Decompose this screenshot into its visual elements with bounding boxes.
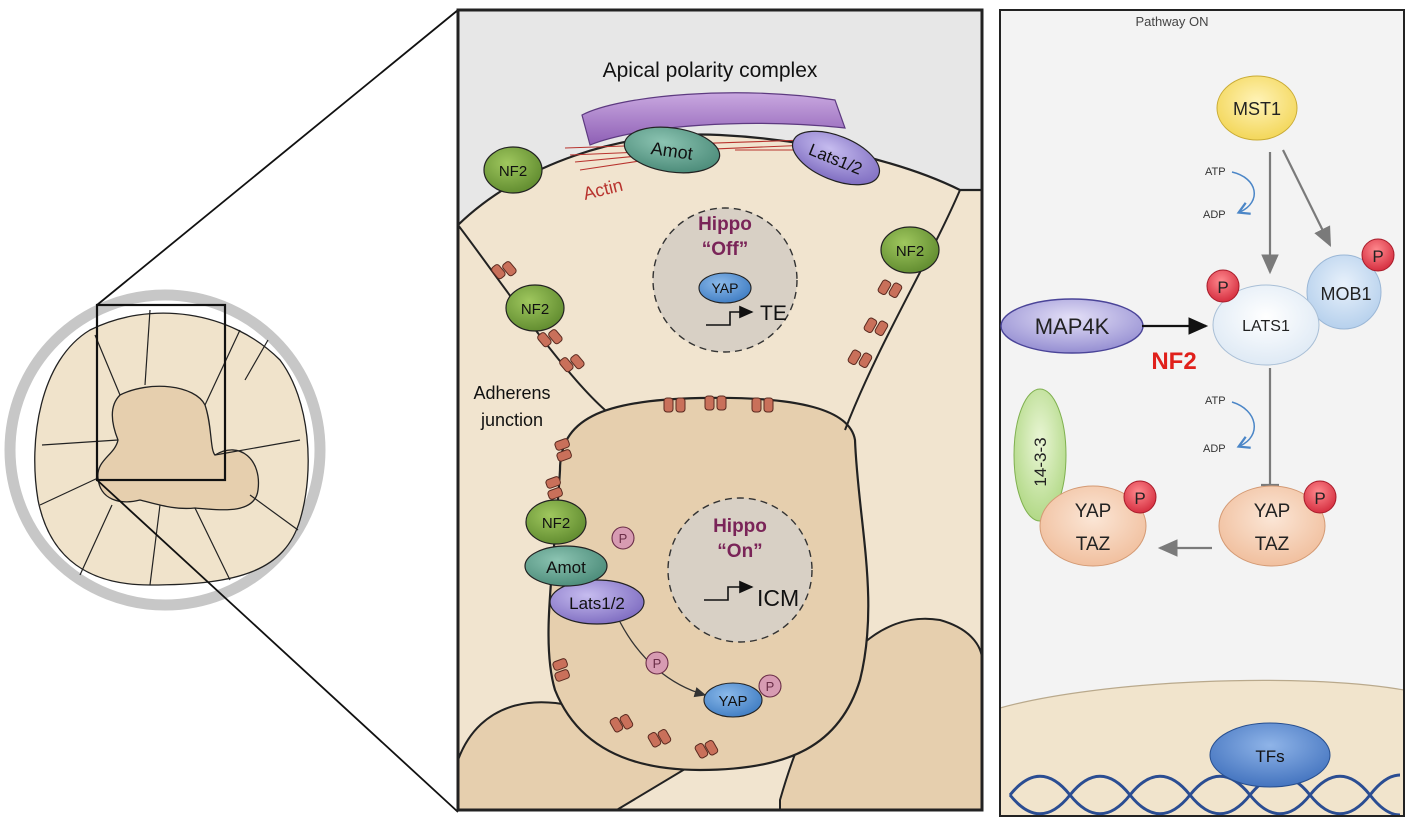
yap-nuclear xyxy=(698,272,752,304)
svg-text:P: P xyxy=(1134,489,1145,508)
atp-label-2: ATP xyxy=(1205,395,1226,407)
svg-text:NF2: NF2 xyxy=(542,515,570,532)
nf2-apical: NF2 xyxy=(483,146,543,194)
icm-transcription-arrow xyxy=(704,580,754,601)
yap-cytoplasmic xyxy=(703,682,763,718)
atp-label-1: ATP xyxy=(1205,166,1226,178)
atp-adp-cycle-1 xyxy=(1231,171,1256,215)
svg-text:P: P xyxy=(1372,247,1383,266)
nucleus-icm xyxy=(667,497,813,643)
te-label: TE xyxy=(760,302,787,325)
protein-14-3-3-label: 14-3-3 xyxy=(1031,437,1050,486)
phospho-lats: P xyxy=(611,526,635,550)
amot-inner-junction: Amot xyxy=(524,545,608,587)
adherens-junction-label-1: Adherens xyxy=(473,383,550,403)
hippo-off-state: “Off” xyxy=(702,239,748,260)
nf2-red-label: NF2 xyxy=(1151,348,1196,375)
svg-text:P: P xyxy=(766,679,775,694)
lats1-label: LATS1 xyxy=(1242,318,1290,335)
svg-text:Amot: Amot xyxy=(546,558,586,577)
phospho-yap: P xyxy=(758,674,782,698)
yap-taz-right-yap: YAP xyxy=(1254,501,1291,522)
adherens-junction-label-2: junction xyxy=(480,410,543,430)
lats-apical xyxy=(791,130,881,186)
yap-taz-right-taz: TAZ xyxy=(1255,534,1290,555)
phospho-transfer: P xyxy=(645,651,669,675)
svg-text:P: P xyxy=(619,531,628,546)
mst1-to-mob1-arrow xyxy=(1282,149,1331,247)
mst1-node xyxy=(1216,75,1298,141)
svg-text:P: P xyxy=(653,656,662,671)
pathway-panel: Pathway ON MST1 ATP ADP MOB1 P LATS1 P M… xyxy=(999,9,1405,817)
svg-text:Lats1/2: Lats1/2 xyxy=(569,594,625,613)
phospho-yap-right: P xyxy=(1303,480,1337,514)
cell-boundaries xyxy=(39,309,301,586)
yap-nuclear-label: YAP xyxy=(712,280,739,296)
tfs-label: TFs xyxy=(1255,747,1284,766)
svg-text:NF2: NF2 xyxy=(896,243,924,260)
mob1-label: MOB1 xyxy=(1320,284,1371,304)
mob1-node xyxy=(1306,254,1382,330)
phospho-yap-left: P xyxy=(1123,480,1157,514)
yap-taz-left-taz: TAZ xyxy=(1076,534,1111,555)
zona-pellucida xyxy=(4,289,326,611)
svg-text:P: P xyxy=(1314,489,1325,508)
icm-label: ICM xyxy=(757,585,799,611)
adp-label-1: ADP xyxy=(1203,209,1226,221)
yap-taz-bound-node xyxy=(1039,485,1147,567)
zoom-box xyxy=(95,303,227,482)
atp-adp-cycle-2 xyxy=(1231,401,1256,449)
hippo-off-title: Hippo xyxy=(698,214,752,235)
phospho-mob1: P xyxy=(1361,238,1395,272)
nf2-right-junction: NF2 xyxy=(880,226,940,274)
adp-label-2: ADP xyxy=(1203,443,1226,455)
te-transcription-arrow xyxy=(706,305,754,326)
zoom-line-bottom xyxy=(96,479,459,813)
middle-panel-border xyxy=(456,8,984,812)
hippo-on-title: Hippo xyxy=(713,516,767,537)
right-panel-border xyxy=(999,9,1405,817)
dna-strand-1 xyxy=(1008,773,1401,816)
nf2-inner-junction: NF2 xyxy=(525,499,587,545)
cell-detail-panel: Apical polarity complex Actin Amot Lats1… xyxy=(456,8,984,812)
phospho-lats1: P xyxy=(1206,269,1240,303)
inner-cell-mass xyxy=(97,385,260,511)
lats-inner-junction: Lats1/2 xyxy=(549,579,645,625)
lats1-node xyxy=(1212,284,1320,366)
svg-text:NF2: NF2 xyxy=(499,163,527,180)
mst1-label: MST1 xyxy=(1233,99,1281,119)
tfs-node xyxy=(1209,722,1331,788)
embryo-overview xyxy=(4,9,459,813)
dna-strand-2 xyxy=(1008,774,1401,816)
nucleus-membrane xyxy=(1000,679,1404,816)
apical-polarity-complex-label: Apical polarity complex xyxy=(603,59,818,82)
yap-cytoplasmic-label: YAP xyxy=(719,693,748,710)
adherens-junction-beads xyxy=(491,261,903,759)
hippo-on-state: “On” xyxy=(717,541,762,562)
map4k-label: MAP4K xyxy=(1035,314,1110,339)
yap-taz-left-yap: YAP xyxy=(1075,501,1112,522)
amot-apical xyxy=(623,126,721,174)
svg-text:NF2: NF2 xyxy=(521,301,549,318)
zoom-line-top xyxy=(96,9,459,306)
svg-text:P: P xyxy=(1217,278,1228,297)
nf2-left-junction: NF2 xyxy=(505,284,565,332)
yap-taz-phospho-node xyxy=(1218,485,1326,567)
pathway-title: Pathway ON xyxy=(1136,14,1209,29)
